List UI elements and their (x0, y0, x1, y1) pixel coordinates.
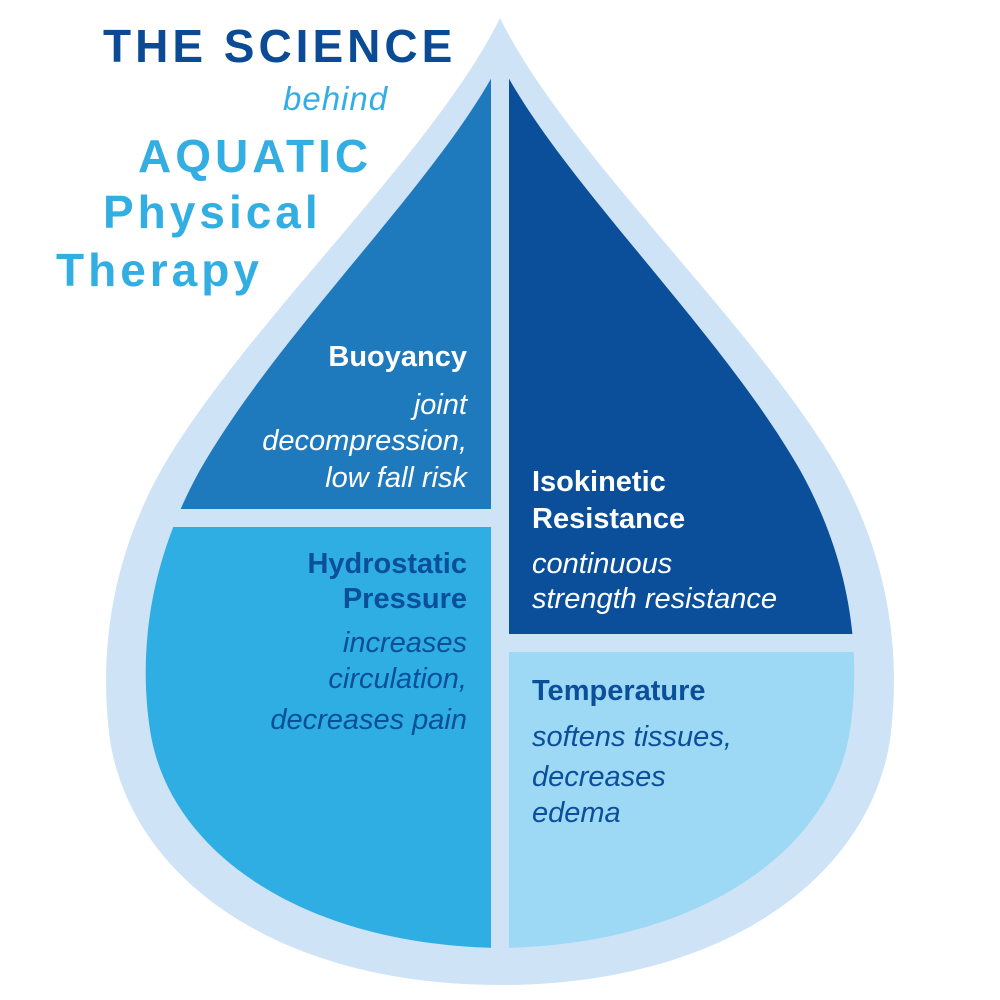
buoyancy-desc-line-2: decompression, (262, 425, 467, 457)
buoyancy-desc-line-3: low fall risk (325, 462, 468, 494)
title-line-3: AQUATIC (138, 130, 372, 182)
isokinetic-heading-line-2: Resistance (532, 503, 685, 535)
temperature-desc-line-3: edema (532, 797, 621, 829)
hydrostatic-desc-line-3: decreases pain (270, 704, 467, 736)
isokinetic-region (509, 62, 855, 634)
title-line-5: Therapy (56, 244, 263, 296)
buoyancy-heading: Buoyancy (328, 341, 467, 373)
title-line-2: behind (283, 80, 389, 117)
title-line-4: Physical (103, 186, 322, 238)
buoyancy-desc-line-1: joint (410, 389, 469, 421)
temperature-desc-line-1: softens tissues, (532, 721, 732, 753)
temperature-heading: Temperature (532, 675, 706, 707)
hydrostatic-desc-line-2: circulation, (328, 663, 467, 695)
isokinetic-desc-line-2: strength resistance (532, 583, 777, 615)
hydrostatic-heading-line-1: Hydrostatic (307, 548, 467, 580)
temperature-desc-line-2: decreases (532, 761, 666, 793)
isokinetic-heading-line-1: Isokinetic (532, 466, 666, 498)
hydrostatic-heading-line-2: Pressure (343, 583, 467, 615)
title-line-1: THE SCIENCE (103, 20, 456, 72)
isokinetic-desc-line-1: continuous (532, 548, 672, 580)
hydrostatic-desc-line-1: increases (343, 627, 467, 659)
